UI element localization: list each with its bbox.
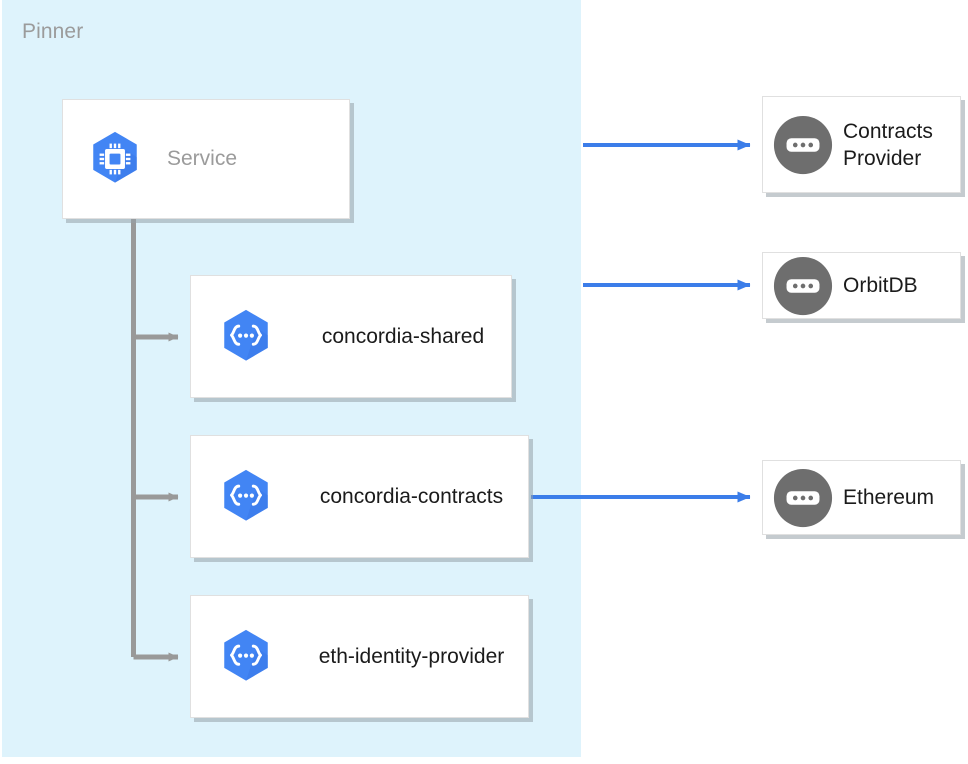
node-concordia-contracts-label: concordia-contracts (319, 484, 504, 508)
node-ethereum-label: Ethereum (843, 486, 935, 509)
external-system-circle-icon (773, 256, 833, 315)
node-ethereum[interactable]: Ethereum (762, 460, 961, 535)
node-orbitdb-label: OrbitDB (843, 274, 918, 297)
node-concordia-contracts[interactable]: concordia-contracts (190, 435, 529, 558)
node-orbitdb[interactable]: OrbitDB (762, 252, 961, 319)
gcp-hexagon-braces-icon (224, 309, 268, 361)
node-contracts-provider-label: Contracts Provider (843, 118, 960, 172)
node-service-icon-slot (63, 130, 167, 188)
node-contracts-provider-icon-slot (763, 114, 843, 176)
node-eth-identity-provider-label: eth-identity-provider (318, 644, 505, 668)
gcp-hexagon-braces-icon (224, 469, 268, 521)
node-contracts-provider[interactable]: Contracts Provider (762, 96, 961, 193)
node-concordia-shared-label: concordia-shared (321, 324, 485, 348)
node-contracts-provider-label-line2: Provider (843, 146, 922, 170)
node-contracts-provider-label-line1: Contracts (843, 119, 933, 143)
pinner-group-label: Pinner (22, 20, 84, 43)
node-concordia-shared-icon-slot (191, 308, 301, 366)
gcp-hexagon-cpu-icon (93, 131, 137, 183)
external-system-circle-icon (773, 468, 833, 527)
node-service[interactable]: Service (62, 99, 350, 219)
node-service-label: Service (167, 147, 238, 170)
node-ethereum-icon-slot (763, 467, 843, 529)
node-eth-identity-provider[interactable]: eth-identity-provider (190, 595, 529, 718)
node-concordia-shared[interactable]: concordia-shared (190, 275, 512, 398)
node-eth-identity-provider-icon-slot (191, 628, 301, 686)
node-concordia-contracts-icon-slot (191, 468, 301, 526)
node-orbitdb-icon-slot (763, 255, 843, 317)
external-system-circle-icon (773, 115, 833, 174)
gcp-hexagon-braces-icon (224, 629, 268, 681)
